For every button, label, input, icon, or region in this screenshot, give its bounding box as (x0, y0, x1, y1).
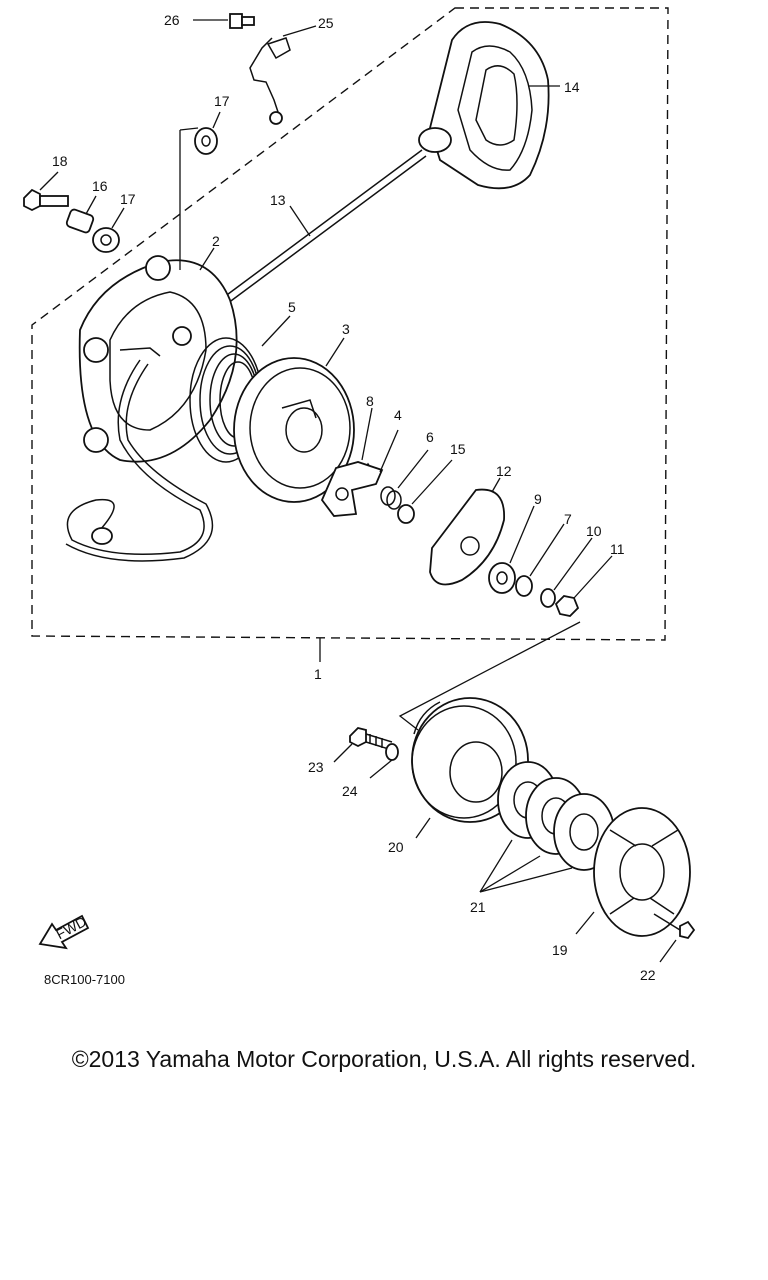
washer-10 (540, 537, 593, 608)
diagram-code: 8CR100-7100 (44, 972, 125, 987)
callout-20: 20 (388, 839, 404, 855)
callout-11: 11 (610, 541, 625, 557)
assembly-pointer (398, 621, 581, 731)
callout-26: 26 (164, 12, 180, 28)
washer-24 (369, 743, 399, 779)
callout-18: 18 (52, 153, 68, 169)
callout-13: 13 (270, 192, 286, 208)
nut-11 (554, 555, 613, 617)
callout-15: 15 (450, 441, 466, 457)
spring-6 (380, 449, 429, 510)
copyright-notice: ©2013 Yamaha Motor Corporation, U.S.A. A… (71, 1046, 697, 1072)
bolt-23 (333, 727, 393, 763)
collar-17-lower (92, 207, 125, 253)
callout-12: 12 (496, 463, 512, 479)
callout-17-lower: 17 (120, 191, 136, 207)
callout-3: 3 (342, 321, 350, 337)
guide-plate-12 (429, 477, 505, 586)
washer-7 (515, 523, 565, 597)
exploded-parts-diagram: FWD 8CR100-7100 1 2 3 4 5 6 7 8 9 10 11 … (23, 7, 696, 987)
callout-9: 9 (534, 491, 542, 507)
sleeve-16 (65, 195, 97, 234)
starter-handle-14 (418, 21, 560, 190)
callout-21: 21 (470, 899, 486, 915)
callout-19: 19 (552, 942, 568, 958)
callout-16: 16 (92, 178, 108, 194)
callout-1: 1 (314, 666, 322, 682)
callout-17-upper: 17 (214, 93, 230, 109)
washer-15 (397, 459, 453, 524)
bolt-26 (193, 13, 255, 29)
callout-5: 5 (288, 299, 296, 315)
starter-housing-2 (78, 127, 238, 463)
callout-25: 25 (318, 15, 334, 31)
washer-9 (488, 505, 535, 594)
assembly-boundary (31, 7, 669, 641)
screw-22 (653, 913, 696, 963)
callout-10: 10 (586, 523, 602, 539)
callout-2: 2 (212, 233, 220, 249)
plate-19 (575, 807, 691, 937)
pawl-4 (320, 429, 399, 517)
cable-loop (65, 359, 214, 562)
callout-22: 22 (640, 967, 656, 983)
callout-24: 24 (342, 783, 358, 799)
callout-8: 8 (366, 393, 374, 409)
collar-17-upper (194, 111, 221, 155)
callout-4: 4 (394, 407, 402, 423)
starter-rope-13 (211, 149, 427, 313)
bolt-18 (23, 171, 69, 212)
clamp-25 (249, 25, 317, 125)
fwd-arrow-icon: FWD (38, 913, 90, 950)
callout-6: 6 (426, 429, 434, 445)
callout-14: 14 (564, 79, 580, 95)
callout-7: 7 (564, 511, 572, 527)
spring-8 (355, 407, 373, 472)
rope-reel-3 (233, 337, 355, 503)
callout-23: 23 (308, 759, 324, 775)
